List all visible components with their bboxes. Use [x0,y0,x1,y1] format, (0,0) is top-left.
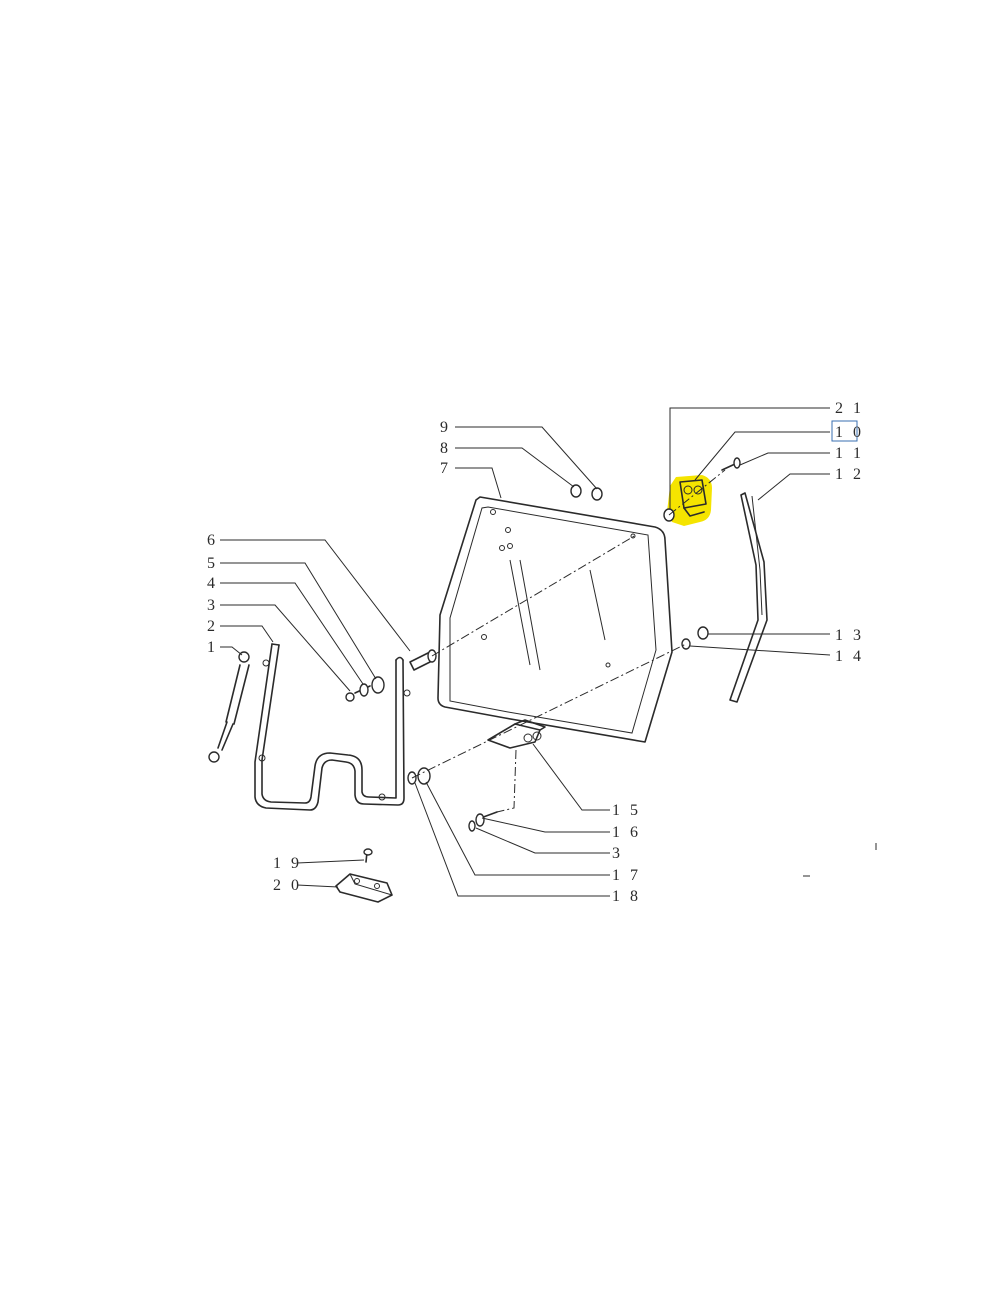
seal-strip [729,492,768,703]
callout-16[interactable]: 1 6 [612,824,641,841]
callout-20[interactable]: 2 0 [273,877,302,894]
callout-7[interactable]: 7 [440,460,451,477]
callout-11[interactable]: 1 1 [835,445,864,462]
callout-3-upper[interactable]: 3 [207,597,218,614]
callout-21[interactable]: 2 1 [835,400,864,417]
upper-bolts [570,484,603,501]
washers-13-14 [681,626,709,650]
bolt-11 [721,457,741,471]
callout-18[interactable]: 1 8 [612,888,641,905]
callout-8[interactable]: 8 [440,440,451,457]
lower-hinge-bracket [487,719,546,749]
hinge-pin-hardware [345,649,437,702]
callouts: 2 1 1 0 1 1 1 2 1 3 1 4 1 5 1 6 3 1 7 1 … [207,400,864,905]
callout-15[interactable]: 1 5 [612,802,641,819]
door-glass-panel [437,496,673,743]
leader-lines [220,407,831,897]
callout-6[interactable]: 6 [207,532,218,549]
callout-4[interactable]: 4 [207,575,218,592]
callout-2[interactable]: 2 [207,618,218,635]
callout-13[interactable]: 1 3 [835,627,864,644]
callout-14[interactable]: 1 4 [835,648,864,665]
assembly-axes [411,469,726,813]
callout-17[interactable]: 1 7 [612,867,641,884]
upper-hinge-highlighted [663,475,712,526]
callout-5[interactable]: 5 [207,555,218,572]
callout-3-lower[interactable]: 3 [612,845,623,862]
grab-rail [254,643,411,811]
callout-10[interactable]: 1 0 [835,424,864,441]
scan-marks [803,843,877,877]
callout-12[interactable]: 1 2 [835,466,864,483]
callout-9[interactable]: 9 [440,419,451,436]
stop-block-assembly [335,848,393,903]
callout-1[interactable]: 1 [207,639,218,656]
gas-strut [208,651,250,763]
callout-19[interactable]: 1 9 [273,855,302,872]
selected-callout-box [831,420,858,442]
